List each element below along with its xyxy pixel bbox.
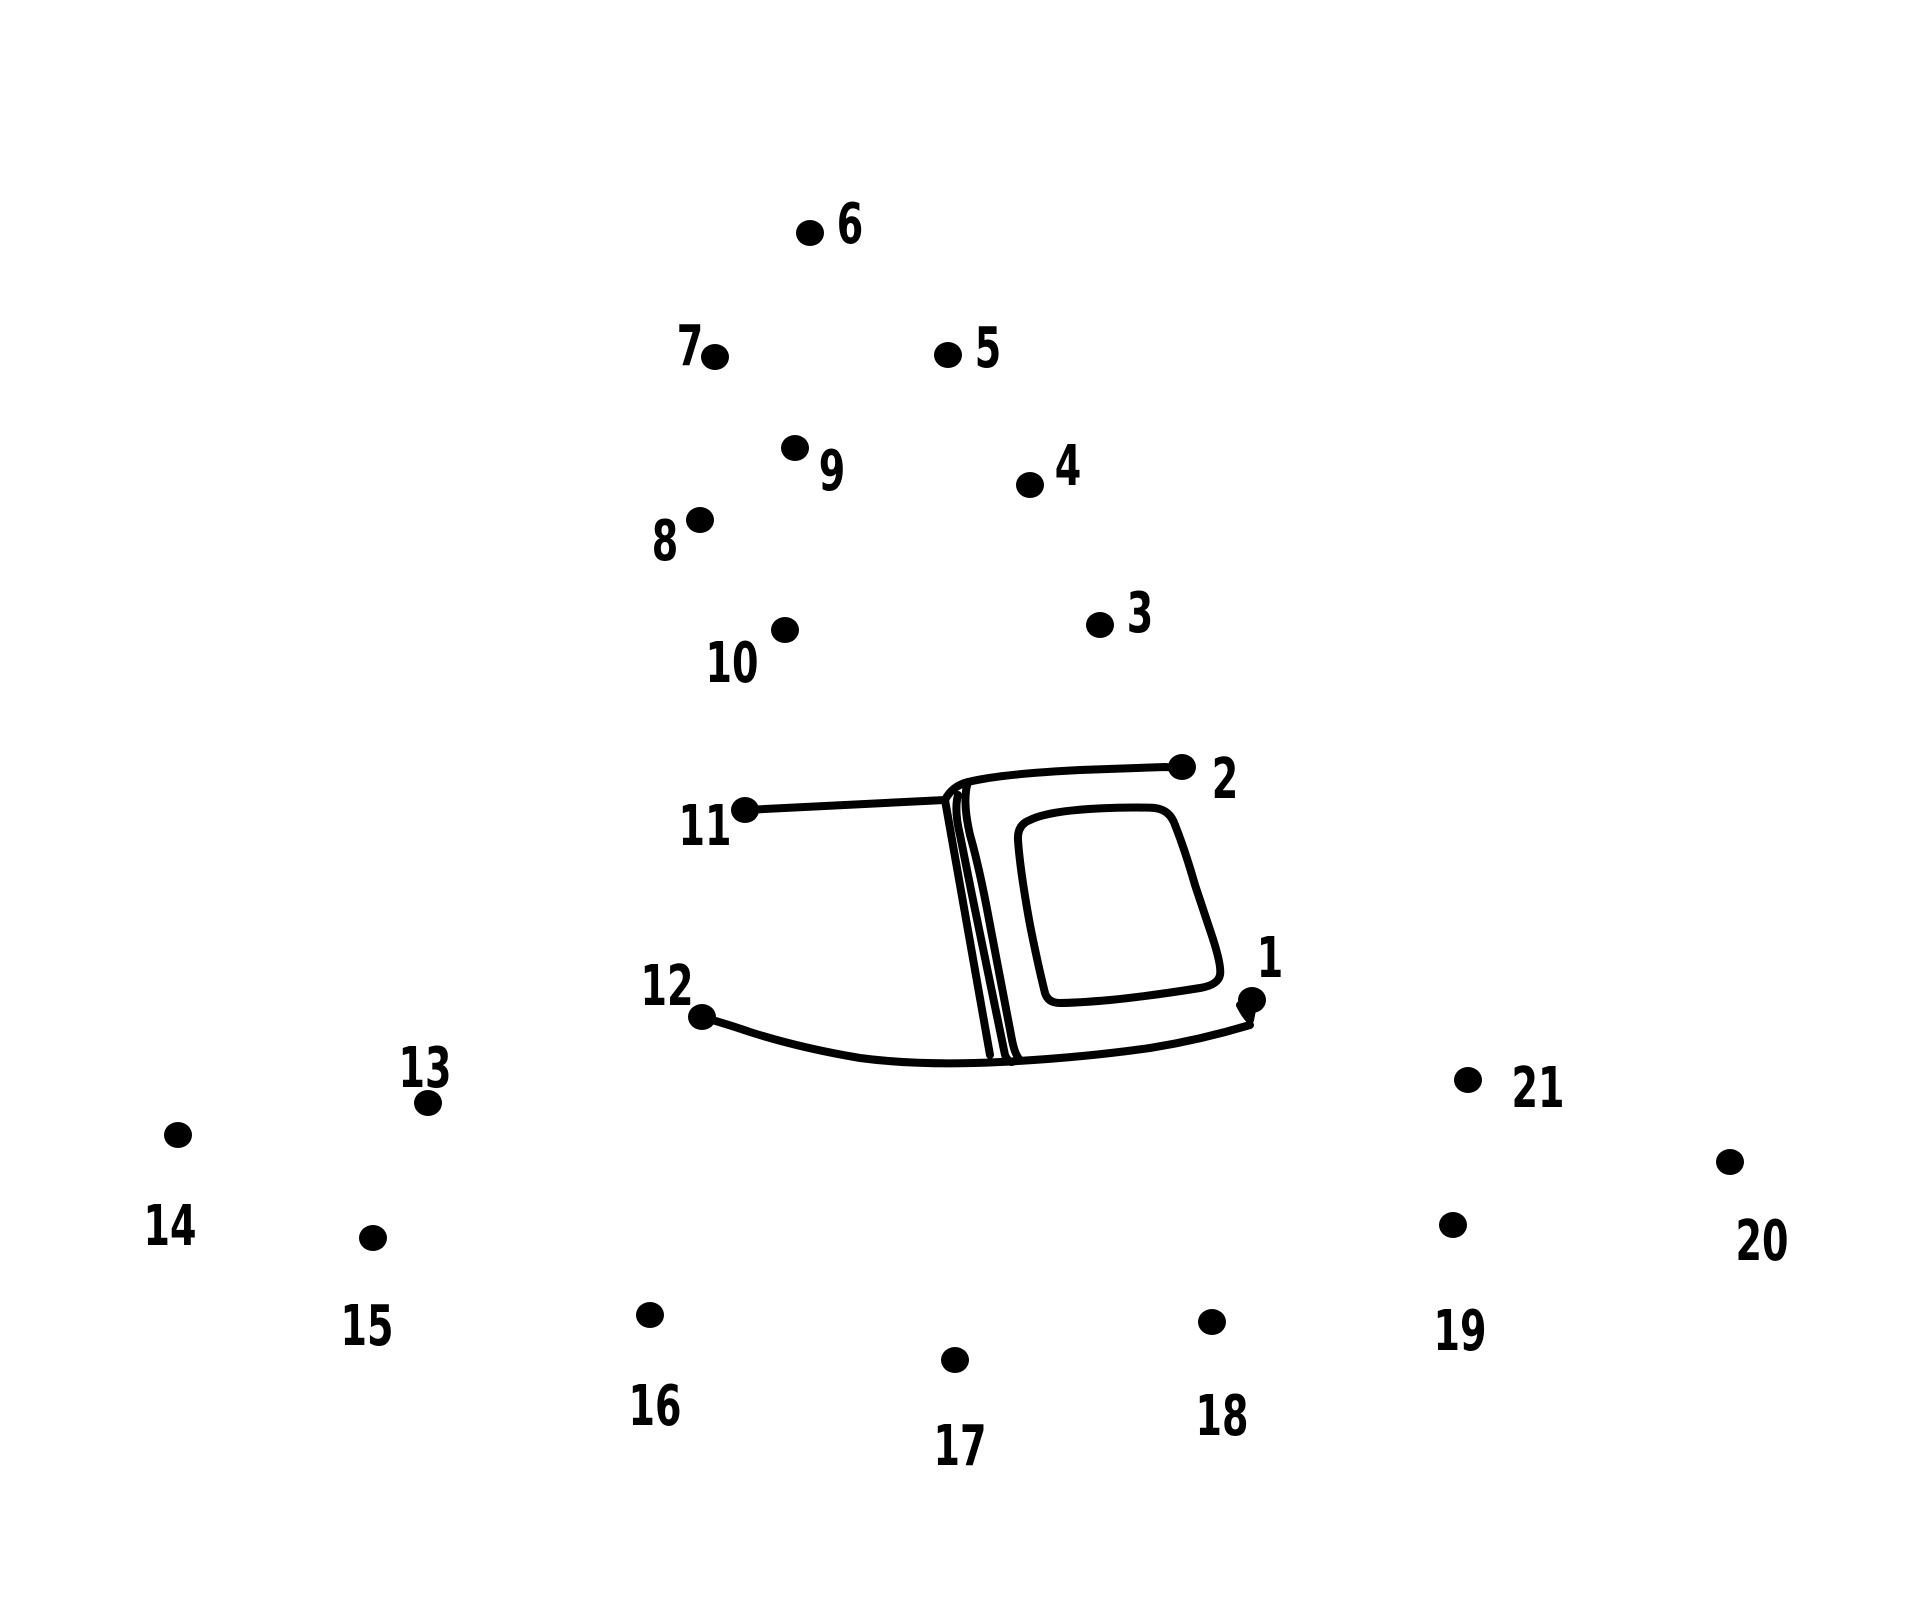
outline-inner-window <box>1013 803 1225 1007</box>
dot-19[interactable] <box>1439 1212 1467 1238</box>
predrawn-outline <box>698 763 1257 1068</box>
dot-label-20: 20 <box>1736 1210 1789 1274</box>
dot-label-2: 2 <box>1212 748 1238 812</box>
outline-bottom-curve <box>698 1013 1254 1068</box>
dot-label-1: 1 <box>1257 927 1283 991</box>
dot-label-14: 14 <box>144 1195 197 1259</box>
dot-16[interactable] <box>636 1302 664 1328</box>
dot-11[interactable] <box>731 797 759 823</box>
outline-top-rail <box>741 796 949 814</box>
dot-label-6: 6 <box>837 193 863 257</box>
dot-label-12: 12 <box>641 955 694 1019</box>
dot-label-5: 5 <box>975 317 1001 381</box>
dot-label-21: 21 <box>1512 1057 1565 1121</box>
dot-5[interactable] <box>934 342 962 368</box>
dot-label-9: 9 <box>819 440 845 504</box>
dot-label-4: 4 <box>1055 435 1081 499</box>
dot-label-13: 13 <box>399 1037 452 1101</box>
dot-8[interactable] <box>686 507 714 533</box>
outline-front-leg-outer <box>941 796 994 1059</box>
dot-7[interactable] <box>701 344 729 370</box>
dot-label-11: 11 <box>679 795 732 859</box>
dot-9[interactable] <box>781 435 809 461</box>
dot-17[interactable] <box>941 1347 969 1373</box>
dot-14[interactable] <box>164 1122 192 1148</box>
dot-4[interactable] <box>1016 472 1044 498</box>
dot-label-7: 7 <box>677 315 703 379</box>
dot-label-8: 8 <box>652 510 678 574</box>
dot-2[interactable] <box>1168 754 1196 780</box>
dot-label-19: 19 <box>1434 1300 1487 1364</box>
dot-15[interactable] <box>359 1225 387 1251</box>
dot-1[interactable] <box>1238 987 1266 1013</box>
dot-10[interactable] <box>771 617 799 643</box>
dot-18[interactable] <box>1198 1309 1226 1335</box>
dot-12[interactable] <box>688 1004 716 1030</box>
dot-3[interactable] <box>1086 612 1114 638</box>
dot-13[interactable] <box>414 1090 442 1116</box>
dot-label-3: 3 <box>1127 582 1153 646</box>
dot-6[interactable] <box>796 220 824 246</box>
dot-label-18: 18 <box>1196 1385 1249 1449</box>
dot-label-10: 10 <box>706 632 759 696</box>
dot-label-15: 15 <box>341 1295 394 1359</box>
dot-20[interactable] <box>1716 1149 1744 1175</box>
outline-upper-rail <box>941 763 1184 804</box>
outline-back-frame <box>961 778 1024 1064</box>
dot-21[interactable] <box>1454 1067 1482 1093</box>
dot-label-16: 16 <box>629 1375 682 1439</box>
dots-layer <box>164 220 1744 1373</box>
dot-label-17: 17 <box>934 1415 987 1479</box>
